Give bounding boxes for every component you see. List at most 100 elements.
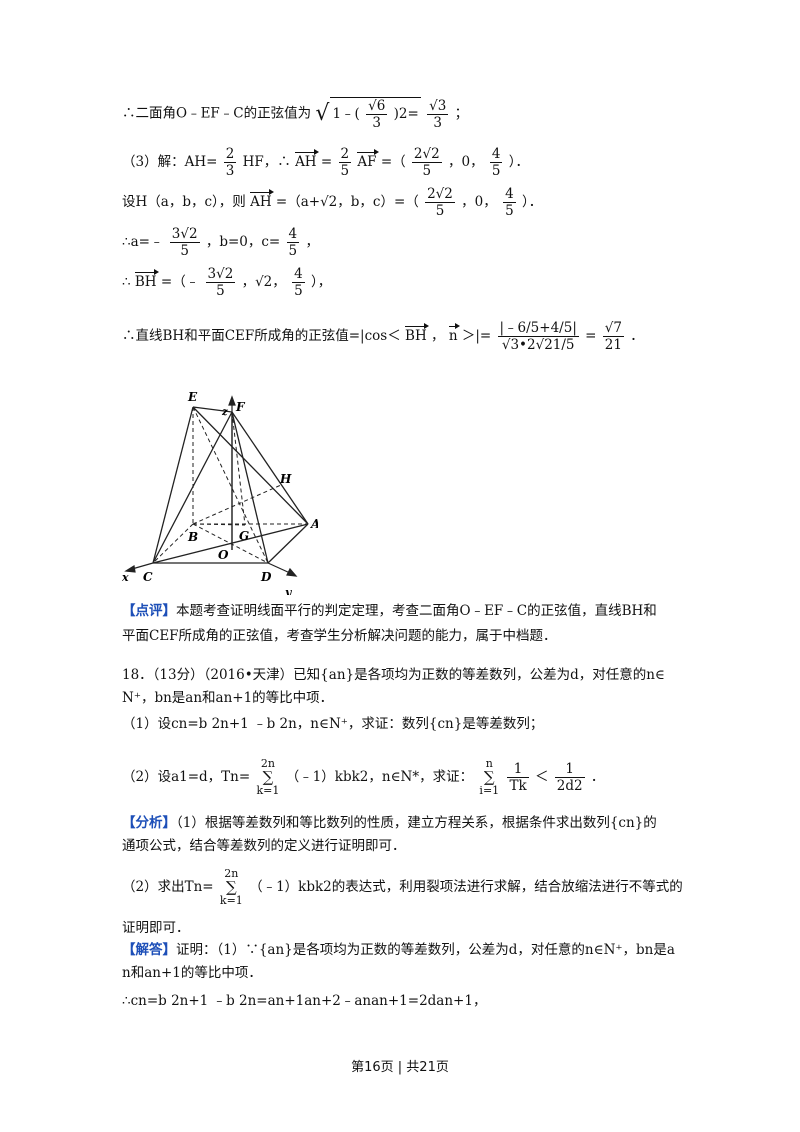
denominator: 3 <box>433 114 442 131</box>
text: HF，∴ <box>242 154 291 171</box>
text: = <box>585 328 597 345</box>
label-y: y <box>284 586 293 595</box>
fraction: 33 <box>427 98 449 131</box>
line-line-plane-sine: ∴直线BH和平面CEF所成角的正弦值=|cos＜ BH ， n ＞|= |﹣6/… <box>122 320 644 353</box>
text: =（ <box>380 154 406 171</box>
label-c: C <box>143 570 153 584</box>
text: ）． <box>521 194 543 211</box>
text: （﹣1）kbk2，n∈N*，求证： <box>285 768 474 785</box>
text: （2）求出Tn= <box>122 878 214 895</box>
vector-label: AH <box>295 149 319 170</box>
label-e: E <box>187 390 198 404</box>
comment-line-2: 平面CEF所成角的正弦值，考查学生分析解决问题的能力，属于中档题． <box>122 628 557 644</box>
analysis-tag: 【分析】 <box>122 815 176 831</box>
numerator: 3√2 <box>205 266 236 284</box>
summation: 2n∑k=1 <box>220 868 243 907</box>
text: ＞|= <box>461 328 492 345</box>
text: 证明：（1）∵{an}是各项均为正数的等差数列，公差为d，对任意的n∈N⁺，bn… <box>176 942 675 958</box>
text: 证明即可． <box>122 920 190 936</box>
denominator: √3•2√21/5 <box>501 337 575 354</box>
text: ． <box>630 328 644 345</box>
problem-line-1: 18．（13分）（2016•天津）已知{an}是各项均为正数的等差数列，公差为d… <box>122 667 665 683</box>
text: （﹣1）kbk2的表达式，利用裂项法进行求解，结合放缩法进行不等式的 <box>249 878 683 895</box>
sigma-icon: ∑ <box>483 767 495 786</box>
sum-lower: i=1 <box>479 784 500 798</box>
denominator: 5 <box>491 163 501 180</box>
numerator: 3√2 <box>169 226 200 244</box>
answer-line-1: 【解答】证明：（1）∵{an}是各项均为正数的等差数列，公差为d，对任意的n∈N… <box>122 942 675 958</box>
text: ， <box>431 328 445 345</box>
denominator: 5 <box>435 203 445 220</box>
text: ； <box>454 105 469 122</box>
analysis-line-4: 证明即可． <box>122 920 190 936</box>
sum-upper: n <box>485 757 493 770</box>
denominator: 5 <box>288 243 298 260</box>
vector-label: n <box>448 323 460 344</box>
sqrt-radicand: 6 <box>368 98 385 114</box>
vector-label: BH <box>405 323 429 344</box>
label-x: x <box>121 571 129 584</box>
denominator: 5 <box>505 203 514 220</box>
summation: 2n∑k=1 <box>257 758 280 797</box>
sigma-icon: ∑ <box>262 767 274 786</box>
analysis-line-2: 通项公式，结合等差数列的定义进行证明即可． <box>122 838 406 854</box>
label-a: A <box>310 517 318 531</box>
label-b: B <box>187 530 198 544</box>
denominator: 5 <box>340 163 350 180</box>
label-d: D <box>260 570 272 584</box>
sum-upper: 2n <box>260 757 275 770</box>
sqrt-body: 1﹣( 63 )2= <box>330 97 421 132</box>
text: ∴ <box>122 274 131 291</box>
analysis-line-3: （2）求出Tn= 2n∑k=1 （﹣1）kbk2的表达式，利用裂项法进行求解，结… <box>122 868 683 907</box>
line-dihedral-sine: ∴二面角O﹣EF﹣C的正弦值为 √ 1﹣( 63 )2= 33 ； <box>122 97 468 131</box>
label-o: O <box>218 548 229 562</box>
text: ． <box>590 768 605 785</box>
text: ∴a=﹣ <box>122 234 164 251</box>
text: 设H（a，b，c），则 <box>122 194 246 211</box>
vector-label: AF <box>357 149 379 170</box>
summation: n∑i=1 <box>479 758 499 797</box>
numerator: 1 <box>554 761 585 778</box>
text: （1）设cn=b 2n+1 ﹣b 2n，n∈N⁺，求证：数列{cn}是等差数列； <box>122 716 544 732</box>
text: （3）解：AH= <box>122 154 218 171</box>
text: ，0， <box>461 194 497 211</box>
denominator: 3 <box>225 163 235 180</box>
page-footer: 第16页 | 共21页 <box>351 1060 449 1075</box>
axes <box>124 395 298 577</box>
dashed-edges <box>152 406 308 564</box>
sum-lower: k=1 <box>256 784 280 798</box>
text: （2）设a1=d，Tn= <box>122 768 251 785</box>
text: ＜ <box>534 768 549 785</box>
problem-line-3: （1）设cn=b 2n+1 ﹣b 2n，n∈N⁺，求证：数列{cn}是等差数列； <box>122 716 543 732</box>
denominator: 5 <box>180 243 189 260</box>
numerator: 2 <box>223 146 237 164</box>
numerator: 2√2 <box>411 146 442 164</box>
vector-label: AH <box>250 189 274 210</box>
text: )2= <box>393 106 419 123</box>
text: ，√2， <box>241 274 286 291</box>
text: ）， <box>310 274 332 291</box>
label-g: G <box>239 529 249 543</box>
denominator: 5 <box>422 163 432 180</box>
denominator: 3 <box>372 115 381 132</box>
answer-tag: 【解答】 <box>122 942 176 958</box>
numerator: √7 <box>602 320 624 338</box>
text: n和an+1的等比中项． <box>122 965 262 981</box>
text: ∴直线BH和平面CEF所成角的正弦值=|cos＜ <box>122 328 401 345</box>
text: ，b=0，c= <box>205 234 281 251</box>
text: 通项公式，结合等差数列的定义进行证明即可． <box>122 838 406 854</box>
numerator: 4 <box>489 146 503 164</box>
geometry-figure: E z F H A B G O C D x y <box>121 390 318 595</box>
text: N⁺，bn是an和an+1的等比中项． <box>122 690 334 706</box>
